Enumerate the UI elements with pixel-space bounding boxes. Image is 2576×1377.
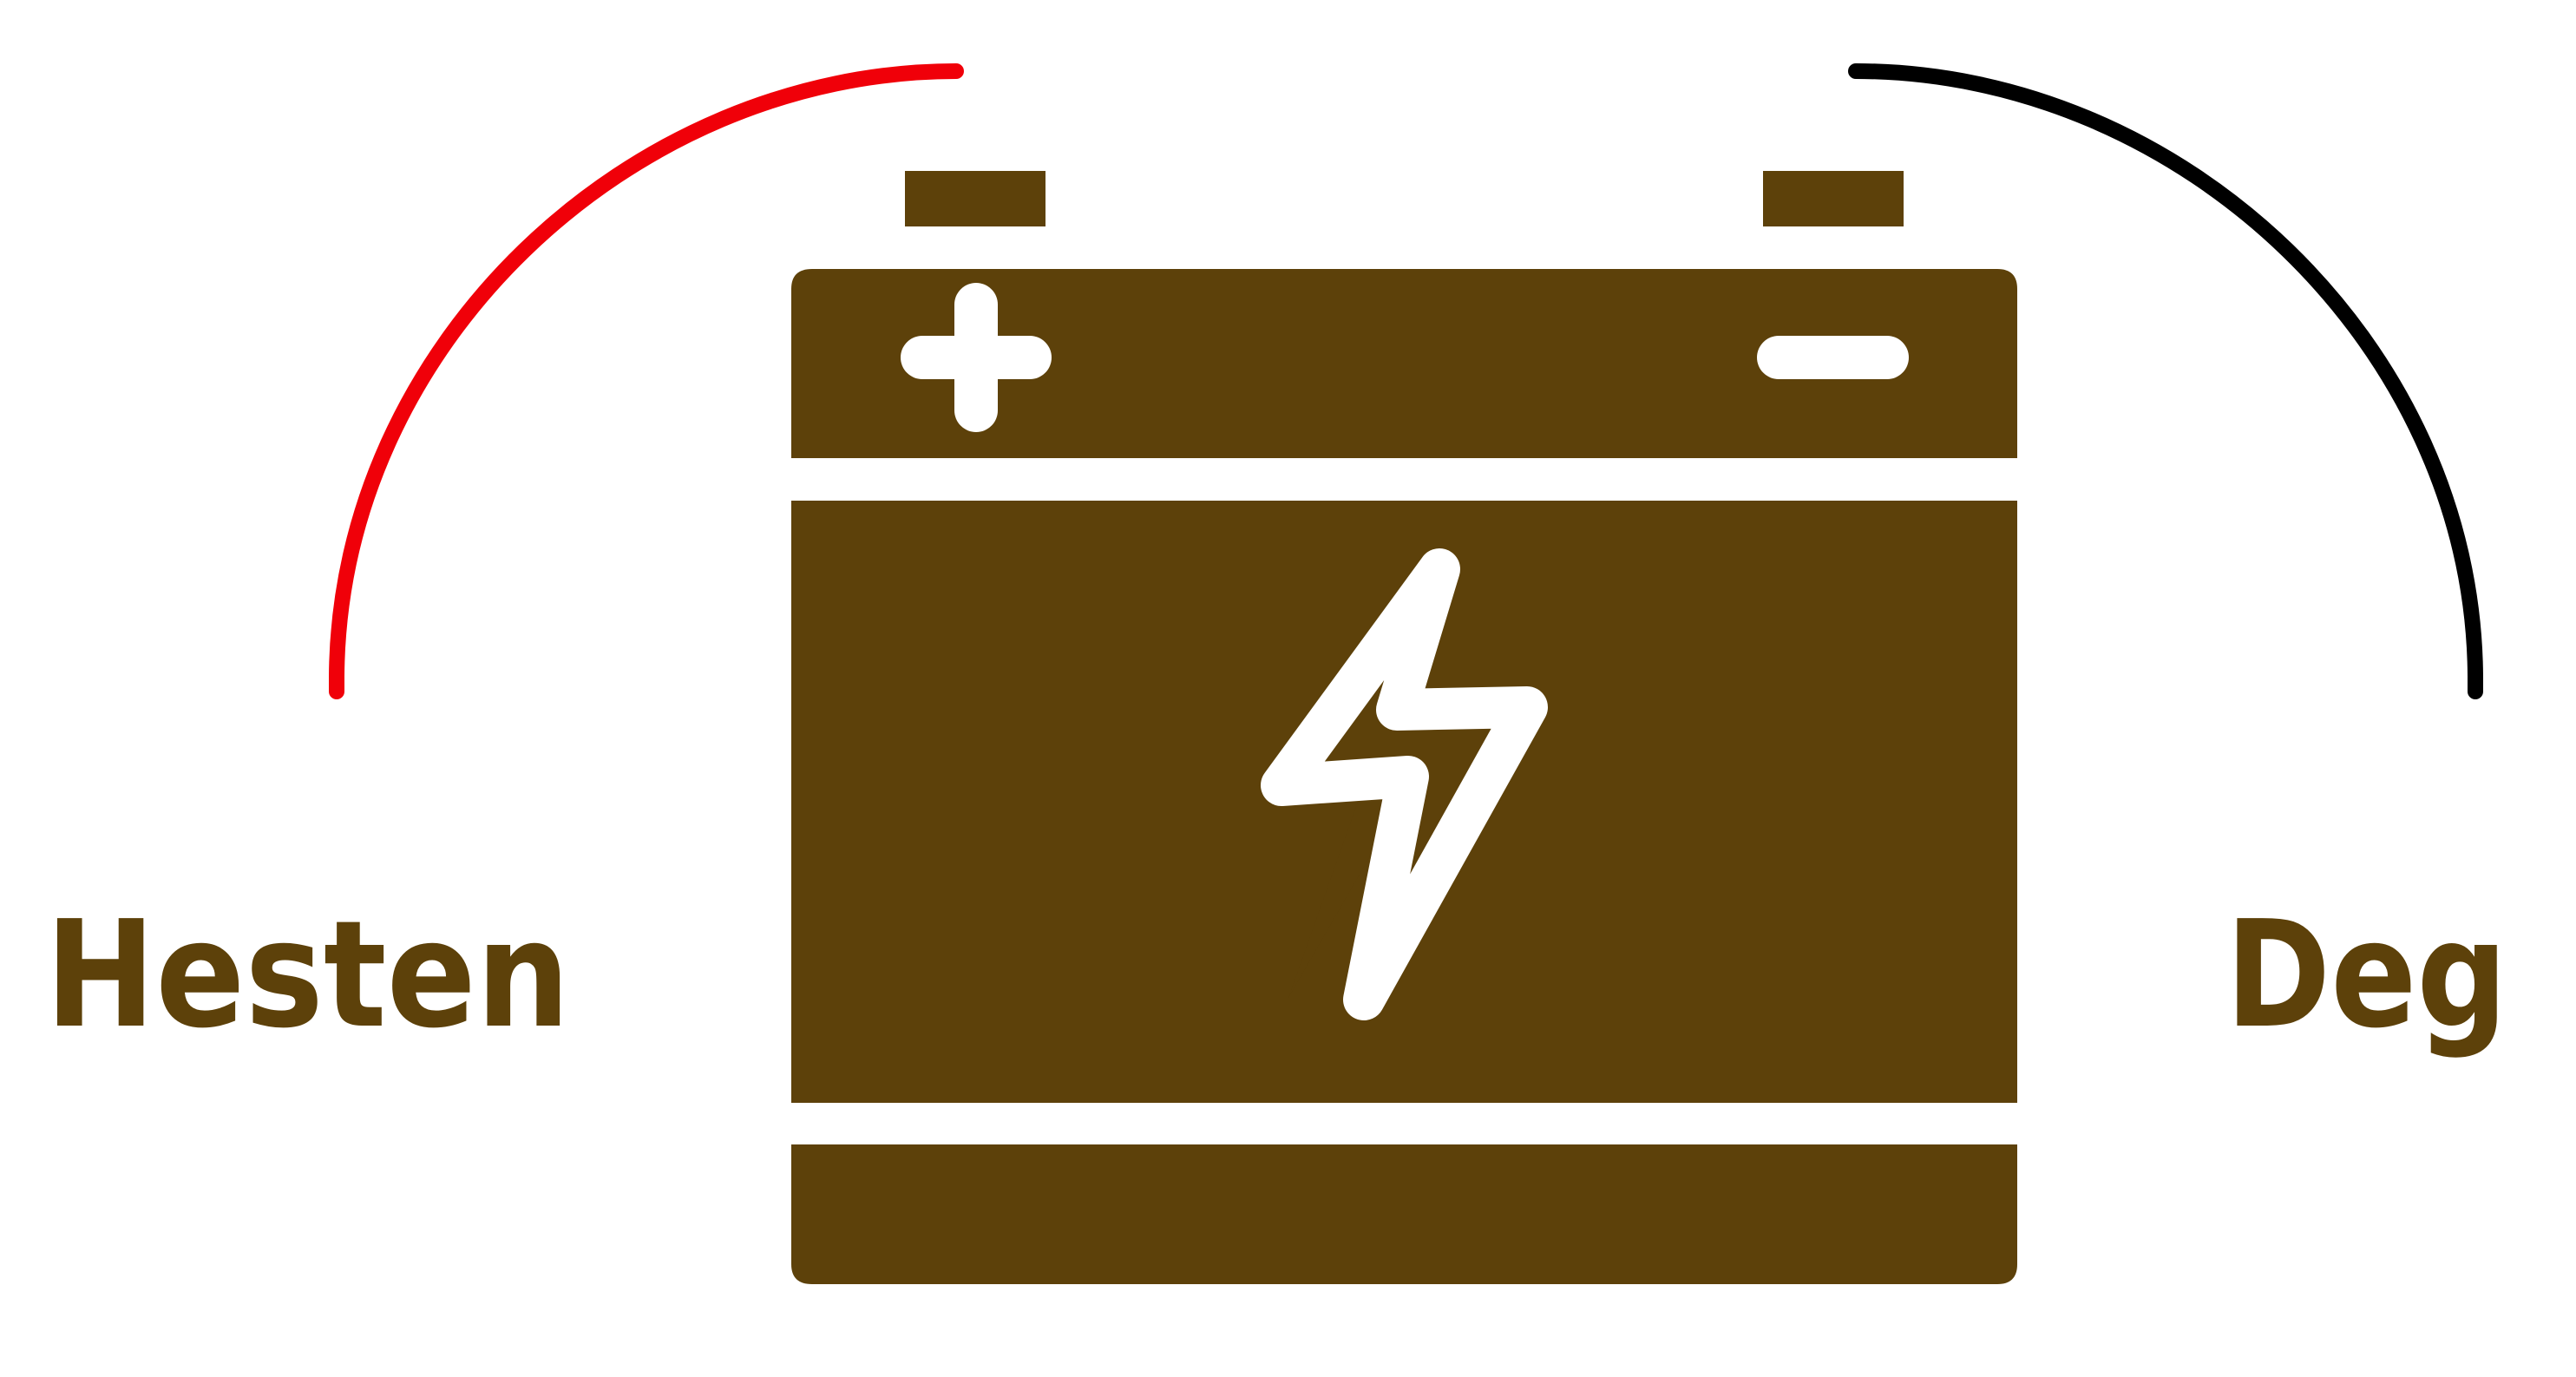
negative-terminal bbox=[1763, 171, 1904, 226]
left-label: Hesten bbox=[45, 889, 570, 1061]
lightning-bolt-outline bbox=[1261, 548, 1548, 1020]
right-label: Deg bbox=[2225, 889, 2507, 1061]
positive-wire bbox=[329, 63, 964, 699]
positive-terminal bbox=[905, 171, 1045, 226]
battery-bottom-band bbox=[791, 1144, 2017, 1284]
plus-icon bbox=[901, 283, 1052, 432]
negative-wire bbox=[1848, 63, 2483, 699]
battery-top-band bbox=[791, 269, 2017, 458]
